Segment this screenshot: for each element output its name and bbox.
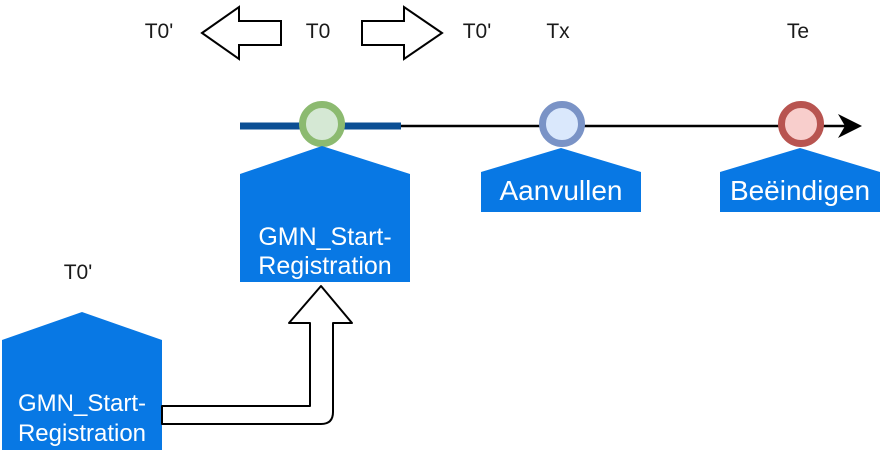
event-label-start-registration-pre: GMN_Start- Registration (2, 389, 162, 449)
bent-up-arrow-connector (161, 285, 353, 425)
marker-te-circle-red (778, 101, 824, 147)
label-t0-prime-right: T0' (462, 20, 492, 43)
marker-tx-circle-blue (539, 101, 585, 147)
event-shape-start-registration-main (240, 146, 410, 282)
label-t0-prime-left: T0' (144, 20, 174, 43)
label-te: Te (786, 20, 810, 43)
marker-t0-circle-green (299, 101, 345, 147)
event-shape-aanvullen (481, 148, 641, 212)
label-t0-prime-lower: T0' (63, 261, 93, 284)
event-shape-start-registration-pre (2, 312, 162, 450)
label-tx: Tx (546, 20, 570, 43)
event-label-start-registration-main: GMN_Start- Registration (240, 223, 410, 281)
event-label-beeindigen: Beëindigen (729, 175, 871, 206)
event-label-line: GMN_Start- (258, 223, 392, 251)
timeline-arrowhead-icon (838, 114, 862, 138)
shift-right-block-arrow-icon (361, 5, 444, 61)
event-label-line: Registration (258, 252, 392, 280)
shift-left-block-arrow-icon (200, 5, 282, 61)
event-shape-beeindigen (720, 148, 880, 212)
event-label-line: Registration (17, 420, 147, 447)
event-label-aanvullen: Aanvullen (499, 175, 623, 206)
event-label-line: GMN_Start- (17, 390, 146, 417)
label-t0: T0 (305, 20, 331, 43)
